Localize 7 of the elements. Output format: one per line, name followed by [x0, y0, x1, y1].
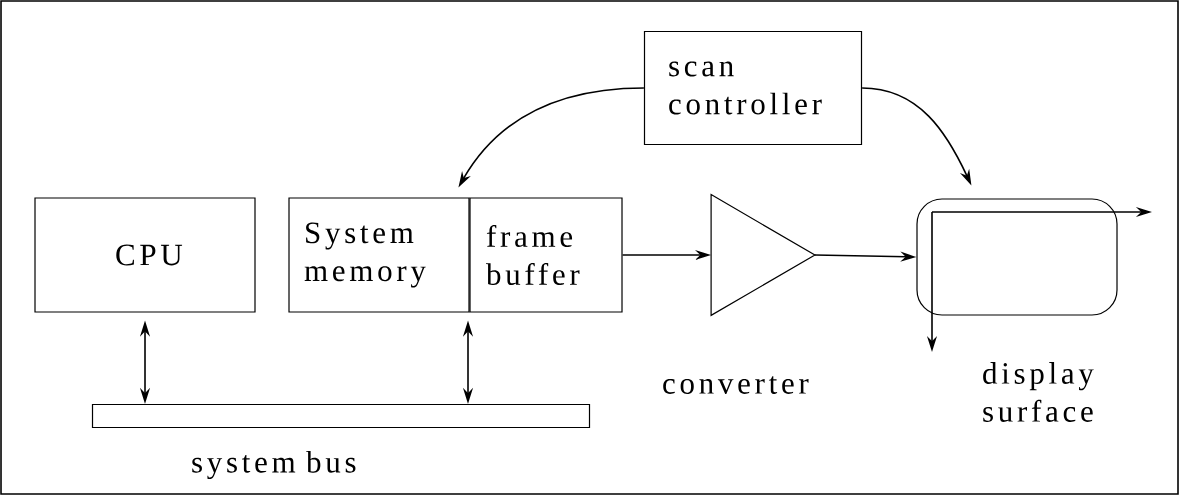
node-label: display surface: [983, 362, 1094, 422]
process-box: CPU: [34, 197, 256, 313]
process-box: frame buffer: [469, 197, 623, 313]
node-label: converter: [663, 376, 809, 394]
process-box: scan controller: [643, 30, 863, 146]
process-box: System memory: [288, 197, 470, 313]
node-label: system bus: [192, 450, 356, 480]
